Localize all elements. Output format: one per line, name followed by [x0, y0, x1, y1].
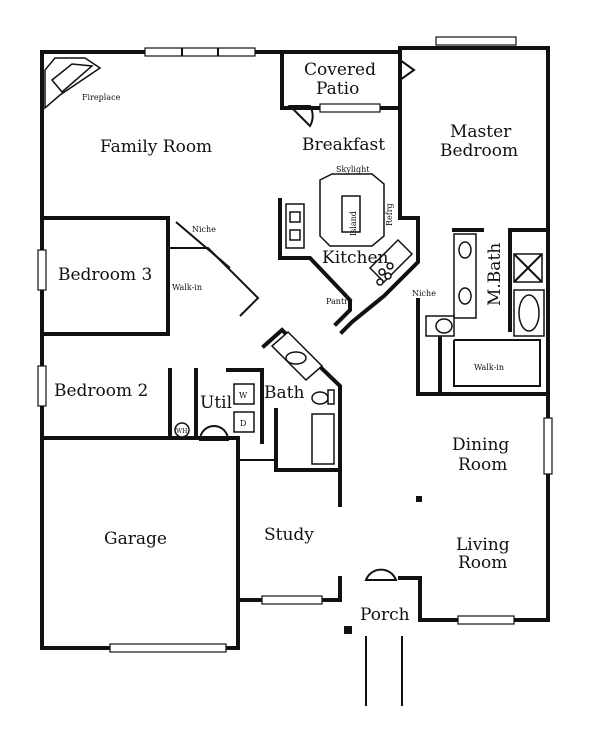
- kitchen-label: Kitchen: [322, 248, 388, 268]
- porch-label: Porch: [360, 605, 410, 625]
- water-heater-label: WH: [176, 428, 187, 435]
- windows: [37, 36, 553, 653]
- washer-label: W: [239, 391, 248, 400]
- covered-patio-label-1: Covered: [304, 60, 376, 80]
- breakfast-label: Breakfast: [302, 135, 385, 155]
- refrg-label: Refrg: [385, 203, 394, 226]
- room-labels: Fireplace Family Room Covered Patio Brea…: [54, 60, 518, 625]
- master-bedroom-label-1: Master: [450, 122, 512, 142]
- skylight-label: Skylight: [336, 165, 370, 174]
- dining-room-label-1: Dining: [452, 435, 509, 455]
- bedroom-2-label: Bedroom 2: [54, 381, 148, 401]
- bath-fixtures: [174, 233, 545, 706]
- living-room-label-1: Living: [456, 535, 510, 555]
- m-bath-label: M.Bath: [485, 243, 505, 306]
- bedroom-3-label: Bedroom 3: [58, 265, 152, 285]
- master-bedroom-label-2: Bedroom: [440, 141, 518, 161]
- study-label: Study: [264, 525, 314, 545]
- pantry-label: Pantry: [326, 297, 353, 306]
- walkin-right-label: Walk-in: [474, 363, 504, 372]
- niche-upper-label: Niche: [192, 225, 216, 234]
- fireplace-icon: [44, 57, 102, 110]
- util-label: Util: [200, 393, 232, 413]
- bath-label: Bath: [264, 383, 304, 403]
- dining-room-label-2: Room: [458, 455, 507, 475]
- doors: [198, 58, 416, 581]
- walkin-left-label: Walk-in: [172, 283, 202, 292]
- interior-walls: [40, 193, 550, 650]
- kitchen-fixtures: [285, 173, 414, 286]
- family-room-label: Family Room: [100, 137, 212, 157]
- covered-patio-label-2: Patio: [316, 79, 359, 99]
- island-label: Island: [349, 211, 358, 236]
- fireplace-label: Fireplace: [82, 93, 121, 102]
- living-room-label-2: Room: [458, 553, 507, 573]
- garage-label: Garage: [104, 529, 167, 549]
- niche-right-label: Niche: [412, 289, 436, 298]
- dryer-label: D: [240, 419, 246, 428]
